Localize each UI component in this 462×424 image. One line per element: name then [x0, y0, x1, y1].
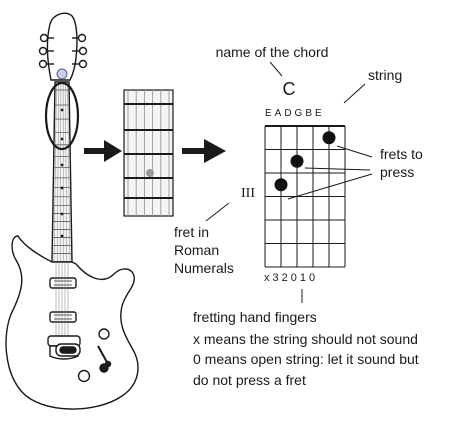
finger-dot: [322, 131, 336, 145]
neck-string: [67, 81, 71, 263]
neck-string: [53, 81, 57, 263]
frets-leaders: [287, 145, 373, 200]
pickup-poles: [54, 280, 72, 320]
fret-caption-line3: Numerals: [174, 260, 234, 276]
zoom-inlay: [146, 169, 154, 177]
fret-caption-line2: Roman: [174, 242, 219, 258]
fret-caption-line1: fret in: [174, 224, 209, 240]
guitar-illustration: [5, 12, 139, 410]
chord-name: C: [283, 79, 296, 99]
neck-string: [56, 81, 59, 263]
guitar-jack: [59, 346, 77, 354]
finger-dots: [274, 131, 336, 192]
frets-caption-line2: press: [380, 164, 414, 180]
arrow-to-chord: [182, 139, 226, 163]
neck-inlays: [60, 108, 64, 238]
finger-dot: [290, 154, 304, 168]
guitar-pickup-bridge: [49, 311, 77, 323]
neck-strings: [53, 81, 71, 263]
body-strings: [55, 262, 69, 340]
guitar-pickup-neck: [49, 277, 77, 289]
chord-grid: [264, 125, 346, 268]
neck-string: [62, 81, 64, 263]
chord-name-leader: [269, 61, 283, 77]
neck-highlight-ellipse: [44, 81, 80, 151]
string-caption: string: [368, 67, 402, 83]
note-line-1: fretting hand fingers: [193, 309, 317, 325]
neck-string: [60, 81, 62, 263]
zoomed-fretboard: [123, 89, 174, 217]
finger-numbers: x32010: [264, 272, 318, 284]
tone-knob-1: [77, 369, 91, 383]
chord-name-caption: name of the chord: [216, 44, 329, 60]
pickup-switch: [97, 345, 109, 365]
note-line-2: x means the string should not sound: [193, 331, 418, 347]
fret-numeral-leader: [205, 202, 230, 222]
tuning-pegs: [38, 33, 88, 69]
note-line-4: do not press a fret: [193, 372, 306, 388]
string-leader: [343, 83, 366, 104]
finger-dot: [274, 178, 288, 192]
headstock-logo: [56, 68, 68, 80]
volume-knob: [98, 328, 110, 340]
note-line-3: 0 means open string: let it sound but: [193, 351, 419, 367]
arrow-to-zoom: [84, 140, 122, 162]
fret-numeral: III: [241, 186, 255, 201]
neck-string: [65, 81, 68, 263]
frets-caption-line1: frets to: [380, 146, 423, 162]
string-names: EADGBE: [265, 108, 325, 119]
